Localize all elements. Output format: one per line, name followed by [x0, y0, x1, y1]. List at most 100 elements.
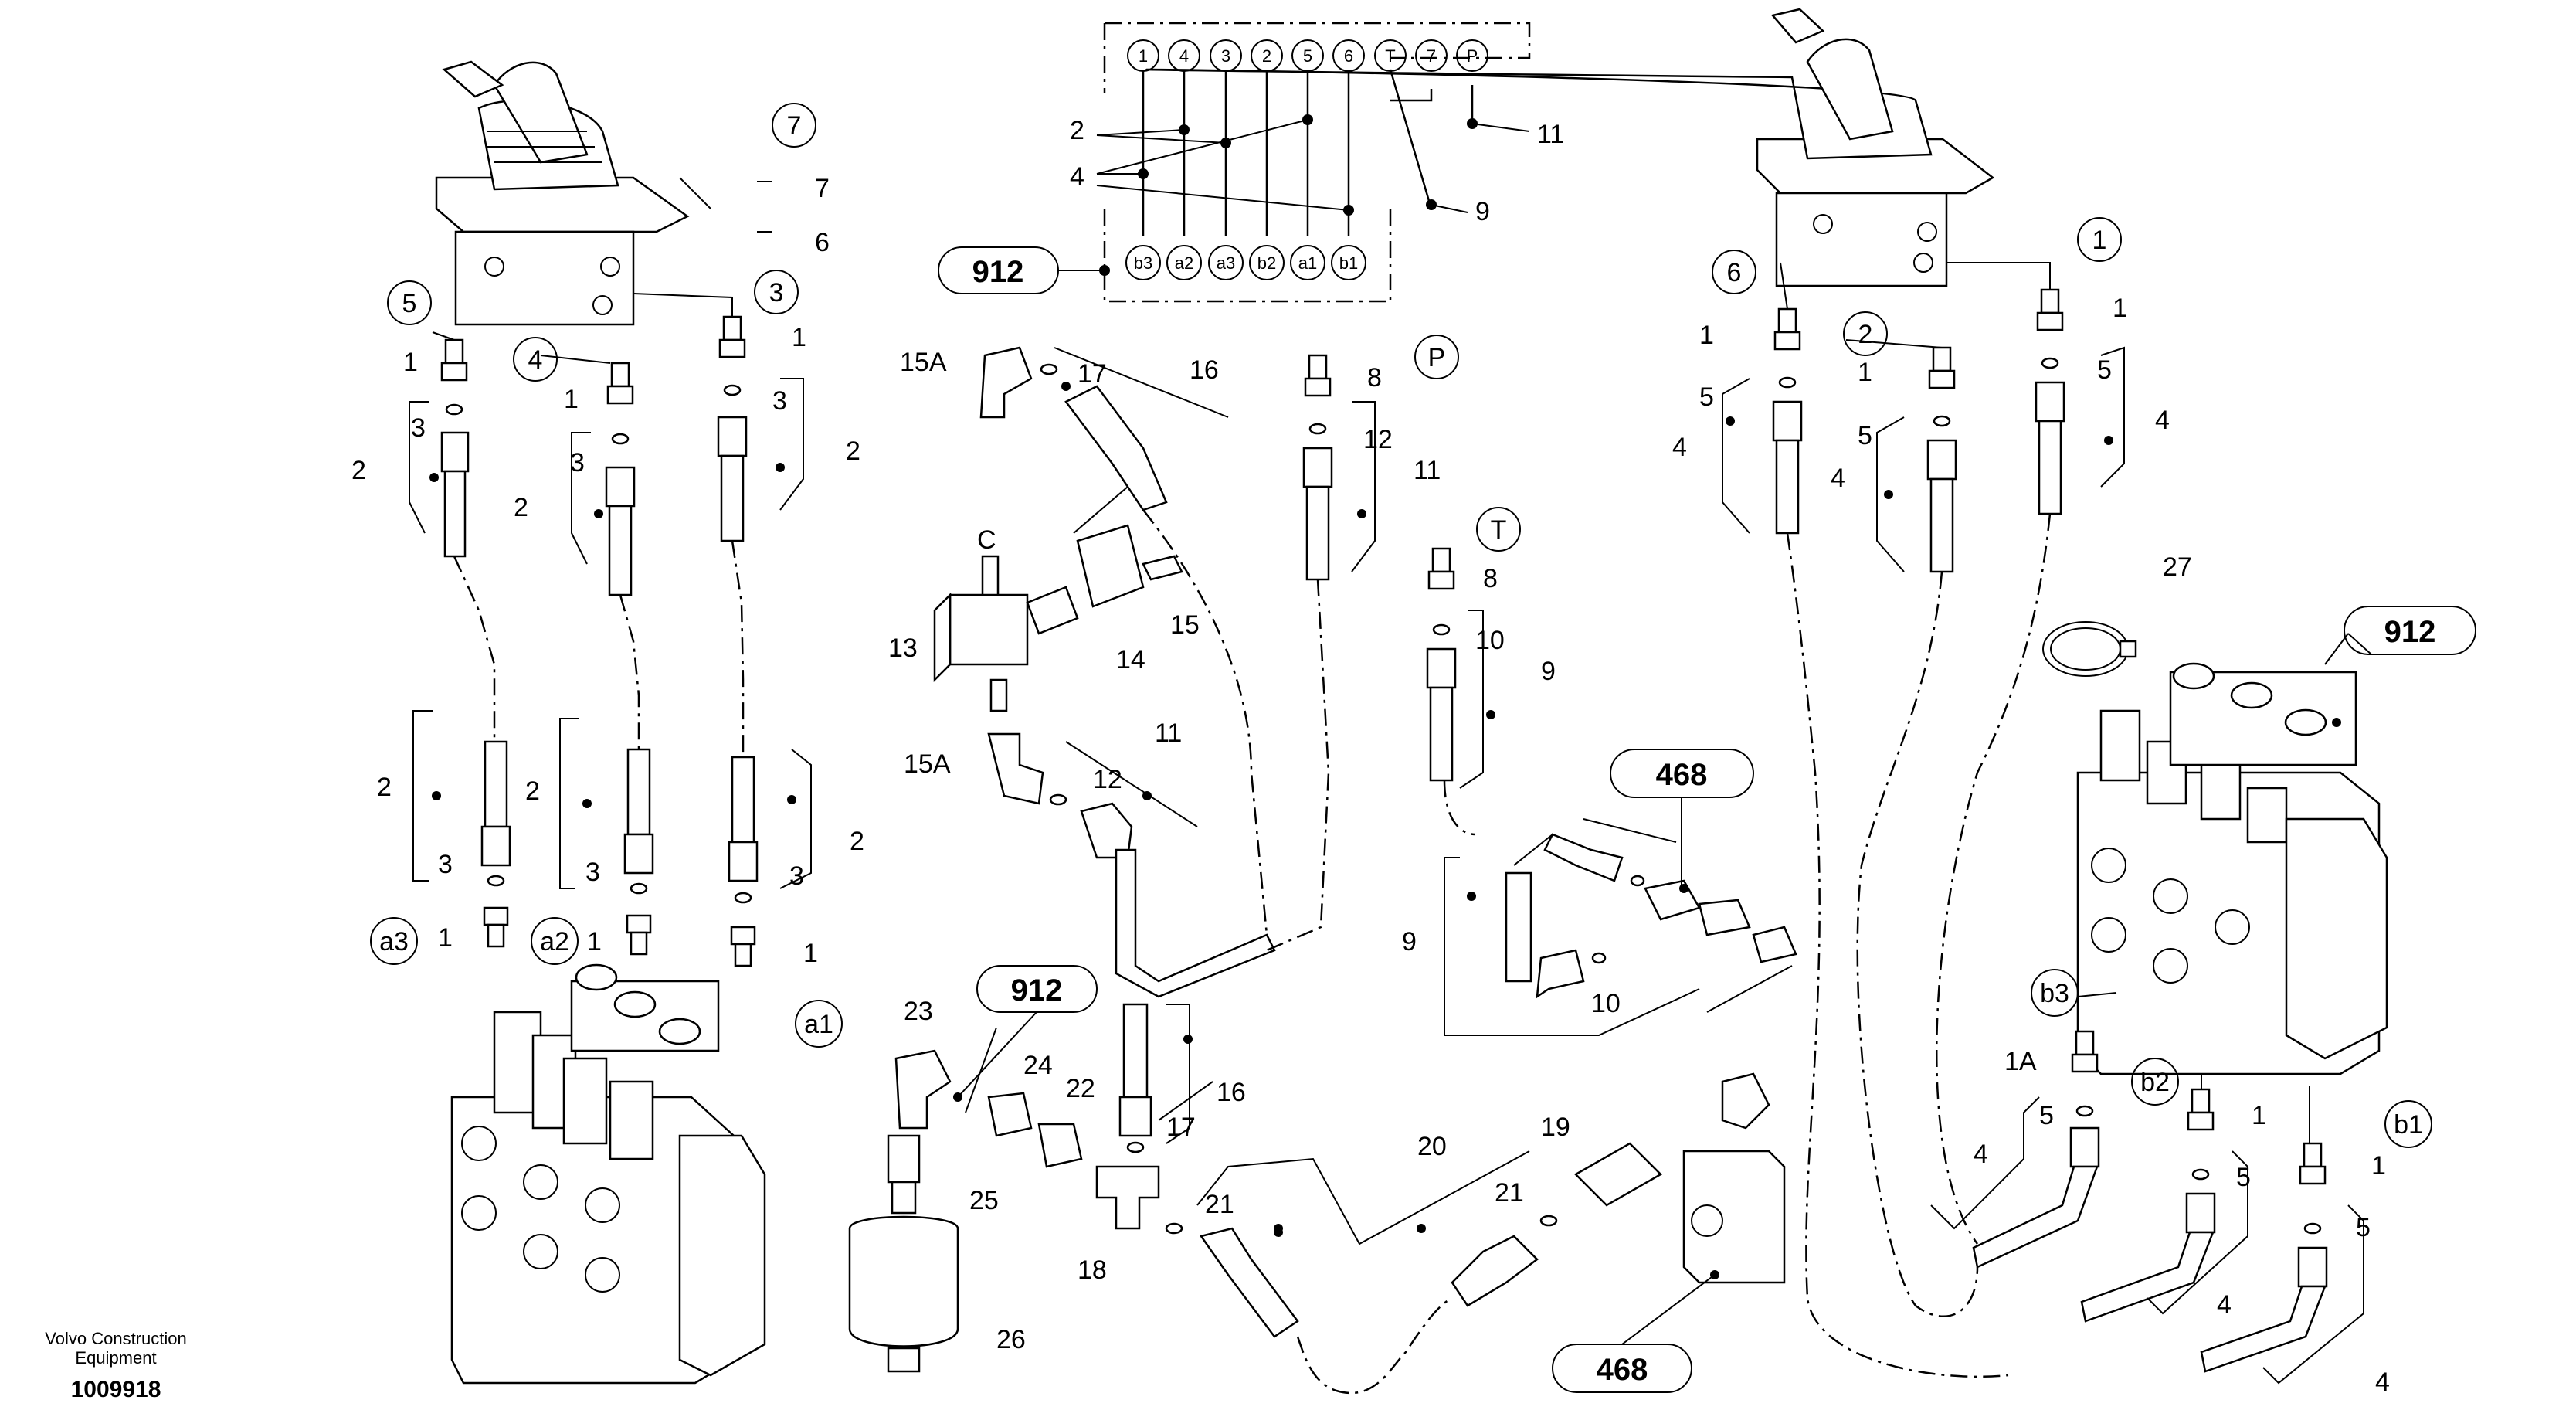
svg-text:14: 14 [1116, 645, 1145, 674]
svg-text:3: 3 [1221, 46, 1230, 66]
svg-text:2: 2 [351, 456, 366, 485]
left-lower-fittings [480, 740, 759, 967]
ref-468-mid: 468 [1610, 749, 1754, 798]
svg-text:4: 4 [1672, 433, 1687, 462]
svg-text:P: P [1467, 46, 1478, 66]
svg-text:1: 1 [803, 939, 818, 968]
leader-dots [429, 382, 2341, 1279]
svg-text:21: 21 [1205, 1190, 1234, 1219]
svg-text:1: 1 [2371, 1151, 2386, 1181]
left-joystick [435, 60, 690, 326]
center-components [848, 346, 1786, 1373]
svg-text:5: 5 [1858, 421, 1872, 450]
doc-number: 1009918 [71, 1377, 161, 1402]
svg-text:3: 3 [789, 861, 804, 891]
svg-text:b1: b1 [1339, 253, 1358, 273]
svg-text:a2: a2 [540, 927, 569, 956]
part-labels: 7 6 1 3 2 1 3 2 1 3 2 2 3 1 2 3 1 2 3 1 … [351, 116, 2390, 1397]
svg-text:19: 19 [1541, 1113, 1570, 1142]
svg-text:3: 3 [769, 278, 784, 307]
callout-3: 3 [754, 270, 799, 314]
svg-text:24: 24 [1023, 1051, 1053, 1080]
svg-text:3: 3 [411, 413, 426, 443]
svg-text:21: 21 [1495, 1178, 1524, 1208]
svg-text:4: 4 [1831, 464, 1845, 493]
svg-text:a3: a3 [379, 927, 409, 956]
callout-t: T [1476, 507, 1521, 552]
svg-text:2: 2 [514, 493, 528, 522]
svg-text:5: 5 [2039, 1101, 2054, 1130]
ref-912-right: 912 [2344, 606, 2476, 655]
footer-brand: Volvo Construction Equipment 1009918 [45, 1329, 186, 1402]
svg-text:1A: 1A [2004, 1047, 2037, 1076]
svg-text:5: 5 [1303, 46, 1312, 66]
svg-text:11: 11 [1414, 456, 1441, 485]
svg-text:20: 20 [1417, 1132, 1447, 1161]
svg-text:11: 11 [1537, 120, 1564, 149]
svg-text:b3: b3 [2040, 979, 2069, 1008]
hose-routes [453, 509, 2052, 1395]
svg-text:a3: a3 [1217, 253, 1235, 273]
svg-text:3: 3 [570, 448, 585, 477]
svg-text:2: 2 [377, 773, 392, 802]
svg-text:a2: a2 [1175, 253, 1193, 273]
ref-468-bottom: 468 [1552, 1344, 1692, 1393]
svg-text:1: 1 [438, 923, 453, 953]
svg-text:10: 10 [1475, 626, 1505, 655]
svg-text:15: 15 [1170, 610, 1200, 640]
right-control-valve [2076, 662, 2388, 1075]
svg-text:b3: b3 [1134, 253, 1152, 273]
svg-text:17: 17 [1078, 359, 1107, 389]
callout-7: 7 [772, 103, 816, 148]
svg-text:16: 16 [1190, 355, 1219, 385]
svg-text:468: 468 [1597, 1353, 1648, 1387]
svg-text:12: 12 [1363, 425, 1393, 454]
pt-group [1302, 354, 1797, 999]
svg-text:1: 1 [1858, 358, 1872, 387]
svg-text:912: 912 [972, 255, 1024, 289]
callout-a1: a1 [795, 1000, 843, 1048]
svg-text:468: 468 [1656, 758, 1708, 792]
callout-a3: a3 [370, 917, 418, 965]
svg-text:11: 11 [1155, 719, 1182, 748]
svg-text:6: 6 [815, 228, 830, 257]
svg-text:a1: a1 [1298, 253, 1317, 273]
svg-text:1: 1 [2113, 294, 2127, 323]
callout-p: P [1414, 335, 1459, 379]
svg-text:10: 10 [1591, 989, 1621, 1018]
callout-b2: b2 [2131, 1058, 2179, 1106]
svg-text:1: 1 [2092, 226, 2107, 255]
clamp-27 [2042, 621, 2137, 677]
brand-line-1: Volvo Construction [45, 1329, 186, 1348]
callout-6: 6 [1712, 250, 1756, 294]
svg-text:3: 3 [772, 386, 787, 416]
svg-text:5: 5 [1699, 382, 1714, 412]
callout-5: 5 [387, 280, 432, 325]
svg-text:2: 2 [1858, 320, 1873, 349]
svg-text:16: 16 [1217, 1078, 1246, 1107]
svg-text:1: 1 [564, 385, 579, 414]
svg-text:1: 1 [1699, 321, 1714, 350]
svg-text:b1: b1 [2394, 1110, 2423, 1140]
left-control-valve [450, 963, 766, 1385]
callout-a2: a2 [531, 917, 579, 965]
svg-text:5: 5 [2097, 355, 2112, 385]
svg-text:4: 4 [528, 345, 543, 375]
svg-text:2: 2 [1070, 116, 1084, 145]
svg-text:T: T [1385, 46, 1395, 66]
svg-text:2: 2 [846, 437, 860, 466]
svg-text:a1: a1 [804, 1010, 833, 1039]
svg-text:18: 18 [1078, 1255, 1107, 1285]
svg-text:9: 9 [1541, 657, 1556, 686]
ref-912-center: 912 [976, 965, 1098, 1013]
svg-text:6: 6 [1727, 258, 1742, 287]
svg-text:1: 1 [792, 323, 806, 352]
svg-text:1: 1 [587, 927, 602, 956]
svg-text:4: 4 [1070, 162, 1084, 192]
svg-text:26: 26 [996, 1325, 1026, 1354]
left-upper-fittings [440, 315, 748, 596]
svg-text:15A: 15A [904, 749, 951, 779]
svg-text:b2: b2 [1257, 253, 1276, 273]
svg-text:T: T [1491, 515, 1507, 545]
